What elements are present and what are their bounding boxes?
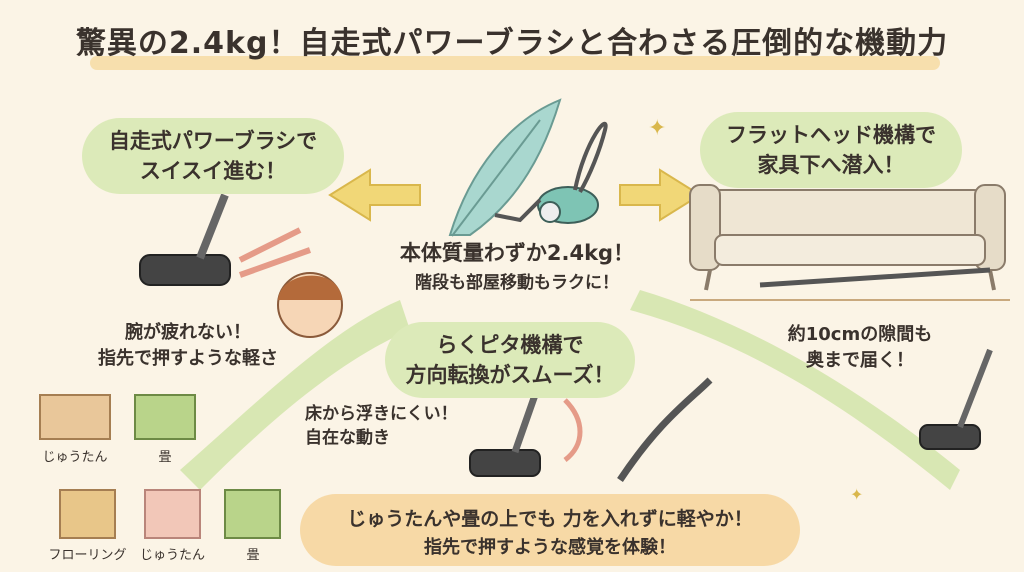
floor-label-tatami-bottom: 畳 (246, 548, 260, 563)
carpet-swatch-top (39, 394, 111, 440)
under-sofa-vacuum (759, 267, 991, 288)
rakupita-bubble: らくピタ機構で 方向転換がスムーズ！ (385, 322, 635, 398)
float-caption: 床から浮きにくい！ 自在な動き (305, 402, 485, 450)
floor-label-carpet-top: じゅうたん (42, 450, 108, 465)
floor-label-flooring: フローリング (48, 548, 127, 563)
floor-label-tatami-top: 畳 (158, 450, 172, 465)
float-caption-line1: 床から浮きにくい！ (305, 404, 458, 424)
green-path-left (180, 300, 410, 490)
rotation-arrow (563, 398, 583, 462)
hand-grip-illustration (617, 377, 713, 482)
vacuum-canister-illustration (494, 121, 608, 224)
flooring-swatch (59, 489, 116, 539)
carpet-swatch-bottom (144, 489, 201, 539)
weight-subcallout: 階段も部屋移動もラクに！ (415, 273, 619, 293)
summary-banner (300, 494, 800, 566)
sparkle-icon: ✦ (850, 485, 863, 504)
page-title: 驚異の2.4kg！自走式パワーブラシと合わさる圧倒的な機動力 (75, 26, 949, 61)
summary-line2: 指先で押すような感覚を体験！ (424, 537, 676, 558)
tatami-swatch-bottom (224, 489, 281, 539)
arrow-right (619, 168, 702, 222)
left-bubble-line1: 自走式パワーブラシで (108, 129, 318, 153)
left-caption-line1: 腕が疲れない！ (125, 322, 251, 343)
right-bubble-line1: フラットヘッド機構で (726, 123, 936, 147)
rakupita-head-illustration (469, 449, 541, 477)
right-bubble-line2: 家具下へ潜入！ (757, 153, 905, 177)
float-caption-line2: 自在な動き (305, 428, 390, 448)
tatami-swatch-top (134, 394, 196, 440)
left-bubble-line2: スイスイ進む！ (139, 159, 287, 183)
weight-callout: 本体質量わずか2.4kg！ (399, 241, 635, 265)
mid-bubble-line2: 方向転換がスムーズ！ (405, 363, 615, 387)
smiling-woman-illustration (277, 272, 343, 338)
right-caption-line1: 約10cmの隙間も (787, 324, 933, 345)
right-caption-line2: 奥まで届く！ (806, 350, 914, 371)
sofa-illustration (689, 184, 1010, 301)
sparkle-icon: ✦ (648, 116, 666, 141)
title-highlight (90, 56, 940, 70)
power-brush-illustration (139, 193, 312, 286)
left-caption: 腕が疲れない！ 指先で押すような軽さ (78, 320, 298, 372)
left-caption-line2: 指先で押すような軽さ (98, 348, 278, 369)
green-path-right (630, 290, 960, 490)
mid-bubble-line1: らくピタ機構で (436, 333, 584, 357)
right-caption: 約10cmの隙間も 奥まで届く！ (775, 322, 945, 374)
floor-label-carpet-bottom: じゅうたん (139, 548, 205, 563)
summary-line1: じゅうたんや畳の上でも 力を入れずに軽やか！ (347, 508, 753, 530)
right-feature-bubble: フラットヘッド機構で 家具下へ潜入！ (700, 112, 962, 188)
left-feature-bubble: 自走式パワーブラシで スイスイ進む！ (82, 118, 344, 194)
arrow-left (328, 168, 421, 222)
right-brush-illustration (919, 424, 981, 450)
